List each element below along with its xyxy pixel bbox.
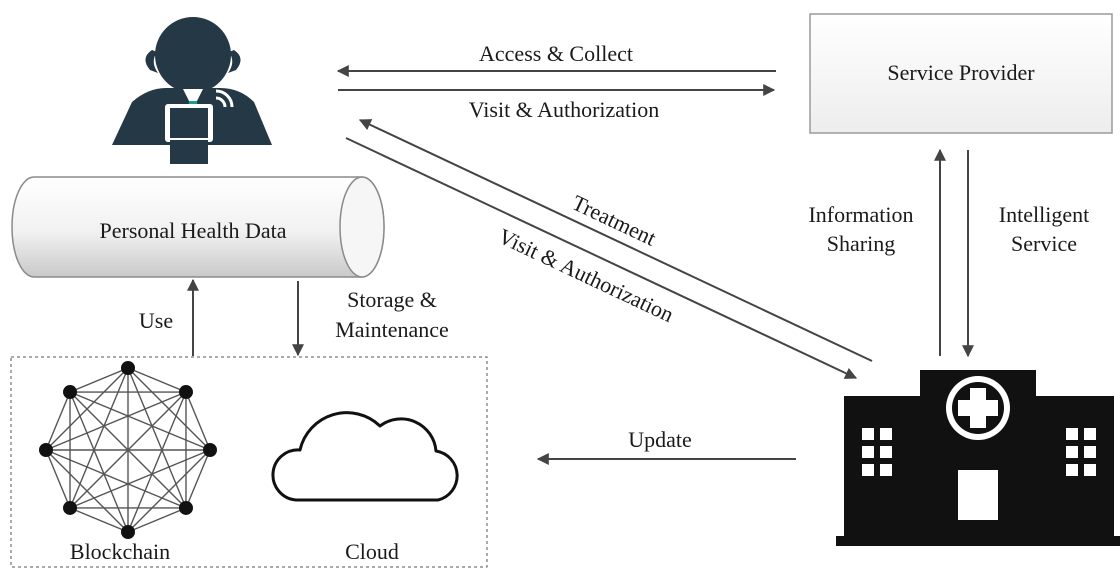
blockchain-node [121,361,135,375]
blockchain-node [63,500,78,515]
information-sharing-label-line2: Sharing [827,231,895,256]
arrows [187,65,974,465]
blockchain-link [45,449,129,533]
visit-authorization-arrow-diag [345,137,858,379]
blockchain-link [69,391,187,509]
access-collect-label: Access & Collect [479,41,633,66]
blockchain-network-icon [39,361,217,539]
intelligent-service-label-line1: Intelligent [999,202,1089,227]
personal-health-data-node: Personal Health Data [11,176,385,278]
storage-maintenance-label-line2: Maintenance [335,317,449,342]
treatment-arrow [358,119,873,362]
blockchain-link [45,391,71,451]
blockchain-link [69,391,129,533]
blockchain-link [127,507,187,533]
information-sharing-label-line1: Information [808,202,913,227]
service-provider-label: Service Provider [887,60,1035,85]
blockchain-node [178,385,193,400]
cloud-icon [271,411,459,502]
cloud-label: Cloud [345,539,399,564]
blockchain-link [45,449,71,509]
service-provider-node: Service Provider [809,13,1113,134]
use-label: Use [139,308,173,333]
blockchain-link [185,391,211,451]
personal-health-data-label: Personal Health Data [100,218,287,243]
person-with-phone-icon [112,17,272,164]
blockchain-node [178,500,193,515]
blockchain-label: Blockchain [70,539,170,564]
blockchain-link [69,507,129,533]
blockchain-node [63,385,78,400]
blockchain-link [69,391,211,451]
visit-authorization-label-top: Visit & Authorization [469,97,660,122]
blockchain-link [127,367,187,393]
storage-container [10,356,488,568]
treatment-label: Treatment [568,190,660,251]
blockchain-node [39,443,53,457]
blockchain-link [185,449,211,509]
blockchain-link [69,367,129,393]
update-label: Update [628,427,692,452]
blockchain-node [121,525,135,539]
hospital-icon [836,370,1120,546]
blockchain-node [203,443,217,457]
intelligent-service-label-line2: Service [1011,231,1077,256]
storage-maintenance-label-line1: Storage & [347,287,437,312]
